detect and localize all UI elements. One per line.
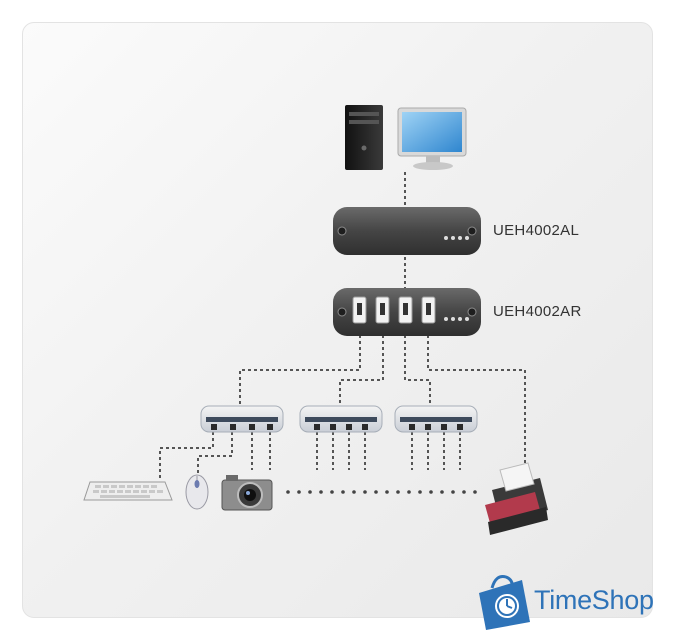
usb-hub-icon [394,405,478,433]
local-unit-label: UEH4002AL [493,222,580,239]
watermark-brand: TimeShop [534,585,654,615]
mouse-icon [185,474,209,510]
usb-extender-local-unit-icon [333,207,481,255]
connector-lines [159,172,526,478]
usb-extender-remote-unit-icon [333,288,481,336]
shopping-bag-clock-icon [479,575,530,630]
dotted-chain [286,490,477,494]
printer-icon [485,462,548,535]
camera-icon [221,475,273,511]
desktop-computer-icon [345,105,467,170]
remote-unit-label: UEH4002AR [493,303,582,320]
usb-hub-icon [299,405,383,433]
usb-hub-icon [200,405,284,433]
keyboard-icon [83,481,173,501]
